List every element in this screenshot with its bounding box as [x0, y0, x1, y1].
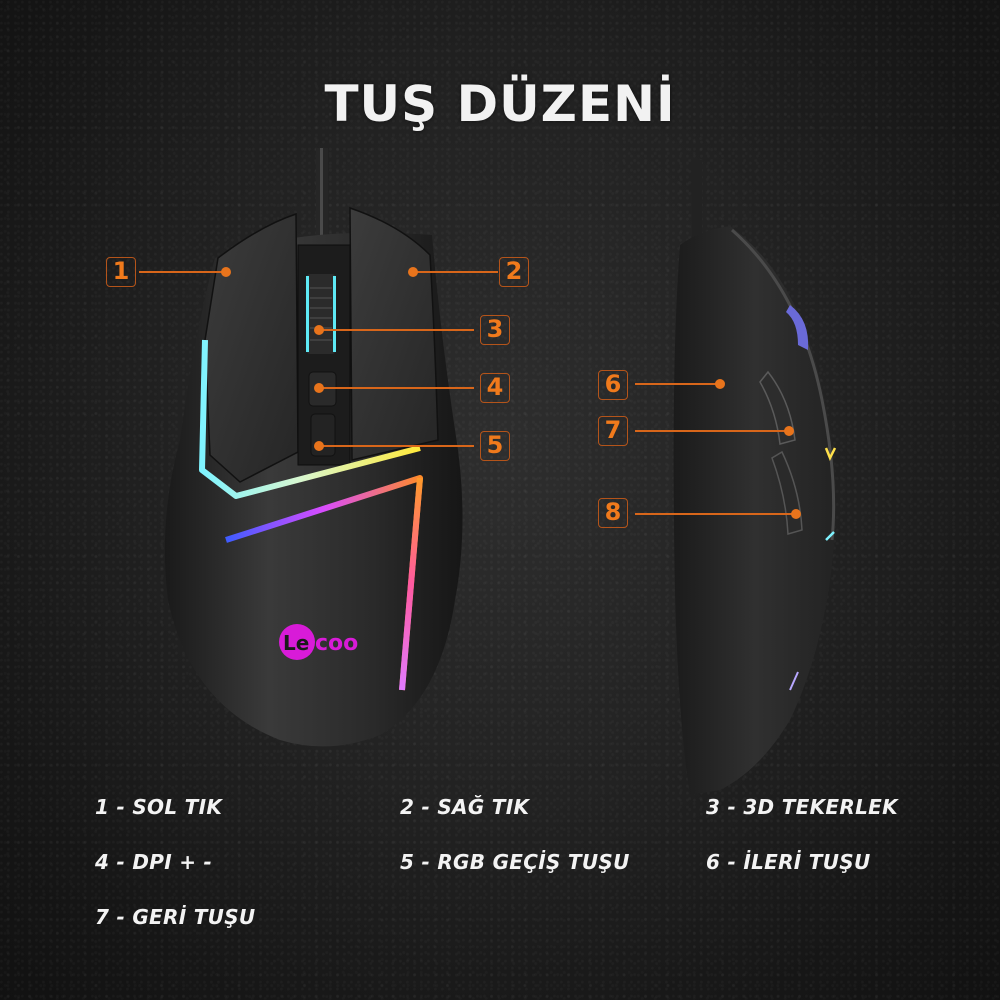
- callout-badge-6: 6: [598, 370, 628, 400]
- legend-item-7: 7 - GERİ TUŞU: [95, 905, 256, 929]
- page-title: TUŞ DÜZENİ: [324, 75, 676, 133]
- legend-item-1: 1 - SOL TIK: [95, 795, 223, 819]
- legend-item-5: 5 - RGB GEÇİŞ TUŞU: [400, 850, 630, 874]
- callout-badge-8: 8: [598, 498, 628, 528]
- side-body: [673, 226, 836, 795]
- legend-item-3: 3 - 3D TEKERLEK: [706, 795, 898, 819]
- svg-text:coo: coo: [315, 631, 358, 656]
- legend-item-6: 6 - İLERİ TUŞU: [706, 850, 871, 874]
- scroll-wheel: [306, 274, 336, 354]
- callout-badge-5: 5: [480, 431, 510, 461]
- callout-badge-4: 4: [480, 373, 510, 403]
- mouse-top-view: Le coo: [164, 148, 463, 747]
- callout-badge-1: 1: [106, 257, 136, 287]
- svg-text:Le: Le: [283, 631, 309, 655]
- legend-item-4: 4 - DPI + -: [95, 850, 213, 874]
- left-button: [204, 212, 299, 483]
- side-cable: [692, 160, 702, 250]
- mouse-side-view: [673, 160, 837, 795]
- callout-badge-3: 3: [480, 315, 510, 345]
- callout-badge-2: 2: [499, 257, 529, 287]
- forward-side-button: [759, 370, 796, 445]
- callout-badge-7: 7: [598, 416, 628, 446]
- legend-item-2: 2 - SAĞ TIK: [400, 795, 530, 819]
- brand-logo: Le coo: [279, 624, 358, 660]
- rgb-button: [310, 413, 336, 457]
